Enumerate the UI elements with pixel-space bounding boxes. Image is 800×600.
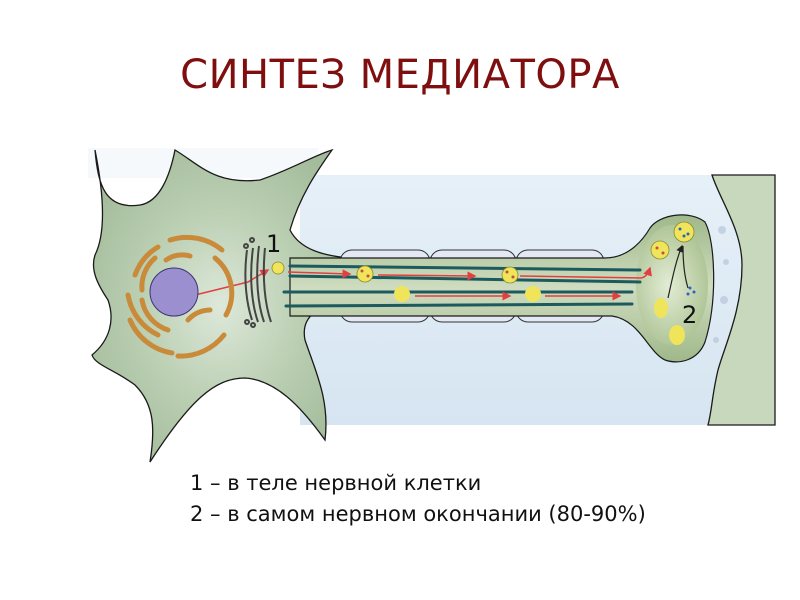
- axon: [289, 214, 715, 363]
- postsynaptic-cell: [707, 174, 776, 426]
- endoplasmic-reticulum: [125, 234, 235, 359]
- slide-title: СИНТЕЗ МЕДИАТОРА: [180, 52, 620, 98]
- synaptic-cleft: [713, 226, 729, 343]
- vesicle-contents: [360, 227, 696, 296]
- legend: 1 – в теле нервной клетки 2 – в самом не…: [190, 468, 646, 530]
- synthesis-arrow: [667, 244, 683, 299]
- legend-item-2: 2 – в самом нервном окончании (80-90%): [190, 502, 646, 526]
- marker-2: 2: [682, 301, 697, 329]
- golgi-apparatus: [243, 237, 272, 328]
- nucleus: [149, 267, 199, 317]
- cell-body: [91, 148, 351, 463]
- legend-item-1: 1 – в теле нервной клетки: [190, 471, 482, 495]
- marker-1: 1: [266, 230, 281, 258]
- transport-arrows: [194, 266, 652, 301]
- vesicles: [271, 221, 695, 345]
